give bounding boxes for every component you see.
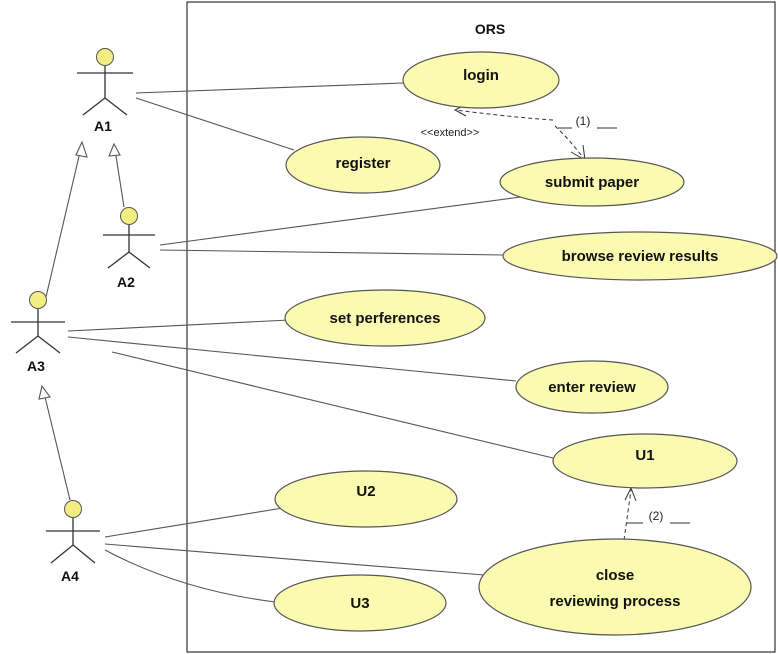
actor-a2[interactable]: A2 [103,207,155,291]
extend-label: <<extend>> [421,127,480,139]
gen-a2-a1 [115,155,125,208]
actor-a3[interactable]: A3 [11,291,65,375]
use-case-u1-label: U1 [635,447,654,464]
system-name: ORS [475,21,505,37]
assoc-a2-submit-paper [159,195,529,246]
assoc-a2-browse-review-results [159,249,504,256]
actor-a1[interactable]: A1 [77,48,133,135]
actor-a1-label: A1 [94,118,112,134]
gen-a2-a1-arrowhead [108,142,121,157]
assoc-a4-u3 [104,549,276,603]
gen-a4-a3 [44,396,71,501]
assoc-a3-enter-review [67,336,517,382]
assoc-a3-u1 [111,351,554,459]
use-case-enter-review-label: enter review [548,379,636,396]
use-case-submit-paper-label: submit paper [545,174,639,191]
gen-a4-a3-arrowhead [38,384,51,400]
system-boundary [186,1,776,653]
use-case-u2[interactable]: U2 [274,470,458,528]
use-case-close-reviewing-process-label-1: close [596,567,634,584]
dependency-1-arrow [554,125,585,160]
use-case-u2-label: U2 [356,483,375,500]
use-case-submit-paper[interactable]: submit paper [499,157,685,207]
actor-a2-label: A2 [117,274,135,290]
use-case-register[interactable]: register [285,136,441,194]
assoc-a1-login [135,82,404,94]
actor-a4-label: A4 [61,568,79,584]
gen-a3-a1 [45,151,81,298]
actor-a3-label: A3 [27,358,45,374]
use-case-set-preferences-label: set perferences [330,310,441,327]
use-case-u3[interactable]: U3 [273,574,447,632]
use-case-browse-review-results[interactable]: browse review results [502,231,778,281]
use-case-set-preferences[interactable]: set perferences [284,289,486,347]
dependency-2-label: (2) [649,509,664,523]
assoc-a4-close-reviewing-process [104,543,485,576]
dependency-1-label: (1) [576,114,591,128]
use-case-login[interactable]: login [402,51,560,109]
generalizations [38,140,125,501]
use-case-u1[interactable]: U1 [552,433,738,489]
actor-a4[interactable]: A4 [46,500,100,585]
use-case-browse-review-results-label: browse review results [562,248,719,265]
use-case-u3-label: U3 [350,595,369,612]
assoc-a3-set-preferences [67,319,290,332]
use-case-register-label: register [335,155,390,172]
use-case-close-reviewing-process-label-2: reviewing process [550,593,681,610]
associations [67,82,554,603]
use-case-enter-review[interactable]: enter review [515,360,669,414]
dependencies: <<extend>> (1) (2) [421,103,690,541]
gen-a3-a1-arrowhead [75,140,88,158]
use-case-login-label: login [463,67,499,84]
assoc-a1-register [135,97,295,151]
assoc-a4-u2 [104,507,284,538]
dependency-2-arrow [623,489,632,541]
use-case-close-reviewing-process[interactable]: close reviewing process [478,538,752,636]
extend-arrow [454,109,554,121]
